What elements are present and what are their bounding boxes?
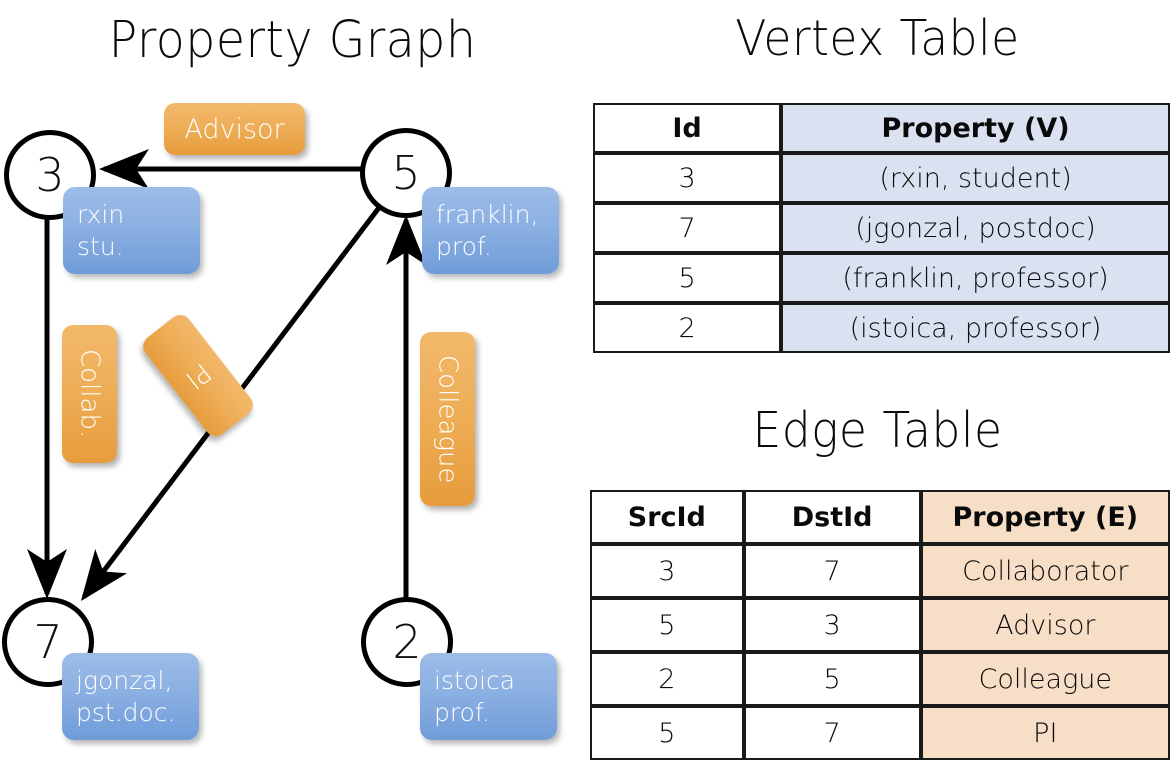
edge-label-collab-text: Collab. <box>74 349 105 439</box>
node-property-3-line2: stu. <box>77 232 124 261</box>
node-property-7-line2: pst.doc. <box>76 698 176 727</box>
node-property-5-line1: franklin, <box>436 200 539 229</box>
edge-table: SrcId DstId Property (E) 3 7 Collaborato… <box>590 490 1170 760</box>
edge-row-0-src: 3 <box>590 544 744 598</box>
table-row[interactable]: 5 (franklin, professor) <box>593 253 1170 303</box>
graph-node-3-label: 3 <box>35 148 65 202</box>
node-property-box-7[interactable]: jgonzal, pst.doc. <box>62 653 199 740</box>
table-header-row: SrcId DstId Property (E) <box>590 490 1170 544</box>
edge-row-0-dst: 7 <box>743 544 921 598</box>
edge-row-2-dst: 5 <box>743 652 921 706</box>
edge-label-colleague[interactable]: Colleague <box>420 332 475 506</box>
vertex-row-2-property: (franklin, professor) <box>781 253 1170 303</box>
vertex-row-0-id: 3 <box>593 153 782 203</box>
edge-table-header-dstid: DstId <box>743 490 921 544</box>
edge-label-advisor-text: Advisor <box>184 113 285 145</box>
edge-row-2-property: Colleague <box>920 652 1170 706</box>
table-row[interactable]: 5 3 Advisor <box>590 598 1170 652</box>
table-row[interactable]: 2 (istoica, professor) <box>593 303 1170 353</box>
node-property-box-3[interactable]: rxin stu. <box>63 187 200 274</box>
edge-row-1-dst: 3 <box>743 598 921 652</box>
page-title-edge-table: Edge Table <box>752 402 1003 459</box>
page-title-property-graph: Property Graph <box>108 11 477 70</box>
vertex-row-1-id: 7 <box>593 203 782 253</box>
edge-row-3-dst: 7 <box>743 706 921 760</box>
vertex-row-3-property: (istoica, professor) <box>781 303 1170 353</box>
graph-node-7-label: 7 <box>33 615 63 669</box>
edge-row-1-property: Advisor <box>920 598 1170 652</box>
edge-row-0-property: Collaborator <box>920 544 1170 598</box>
graph-node-5-label: 5 <box>391 146 421 200</box>
table-row[interactable]: 3 7 Collaborator <box>590 544 1170 598</box>
node-property-7-line1: jgonzal, <box>76 666 173 695</box>
vertex-row-0-property: (rxin, student) <box>781 153 1170 203</box>
table-row[interactable]: 7 (jgonzal, postdoc) <box>593 203 1170 253</box>
edge-row-3-src: 5 <box>590 706 744 760</box>
vertex-row-3-id: 2 <box>593 303 782 353</box>
edge-label-colleague-text: Colleague <box>432 354 463 484</box>
property-graph-diagram: 3 5 7 2 rxin stu. franklin, prof. jgonza… <box>2 103 559 740</box>
edge-table-header-property: Property (E) <box>920 490 1170 544</box>
edge-row-1-src: 5 <box>590 598 744 652</box>
node-property-2-line1: istoica <box>434 666 516 695</box>
node-property-5-line2: prof. <box>436 232 492 261</box>
edge-row-3-property: PI <box>920 706 1170 760</box>
vertex-row-2-id: 5 <box>593 253 782 303</box>
vertex-table-header-id: Id <box>593 103 782 153</box>
edge-label-advisor[interactable]: Advisor <box>164 103 305 155</box>
vertex-table-header-property: Property (V) <box>781 103 1170 153</box>
page-title-vertex-table: Vertex Table <box>735 10 1020 67</box>
edge-table-header-srcid: SrcId <box>590 490 744 544</box>
graph-node-2[interactable]: 2 <box>361 597 453 687</box>
node-property-2-line2: prof. <box>434 698 490 727</box>
edge-label-pi-text: PI <box>179 356 217 395</box>
edge-row-2-src: 2 <box>590 652 744 706</box>
node-property-box-2[interactable]: istoica prof. <box>420 653 557 740</box>
node-property-3-line1: rxin <box>77 200 125 229</box>
edge-label-collab[interactable]: Collab. <box>62 325 117 463</box>
table-row[interactable]: 5 7 PI <box>590 706 1170 760</box>
table-row[interactable]: 2 5 Colleague <box>590 652 1170 706</box>
vertex-row-1-property: (jgonzal, postdoc) <box>781 203 1170 253</box>
vertex-table: Id Property (V) 3 (rxin, student) 7 (jgo… <box>593 103 1170 353</box>
graph-node-2-label: 2 <box>392 615 422 669</box>
table-header-row: Id Property (V) <box>593 103 1170 153</box>
table-row[interactable]: 3 (rxin, student) <box>593 153 1170 203</box>
node-property-box-5[interactable]: franklin, prof. <box>422 187 559 274</box>
